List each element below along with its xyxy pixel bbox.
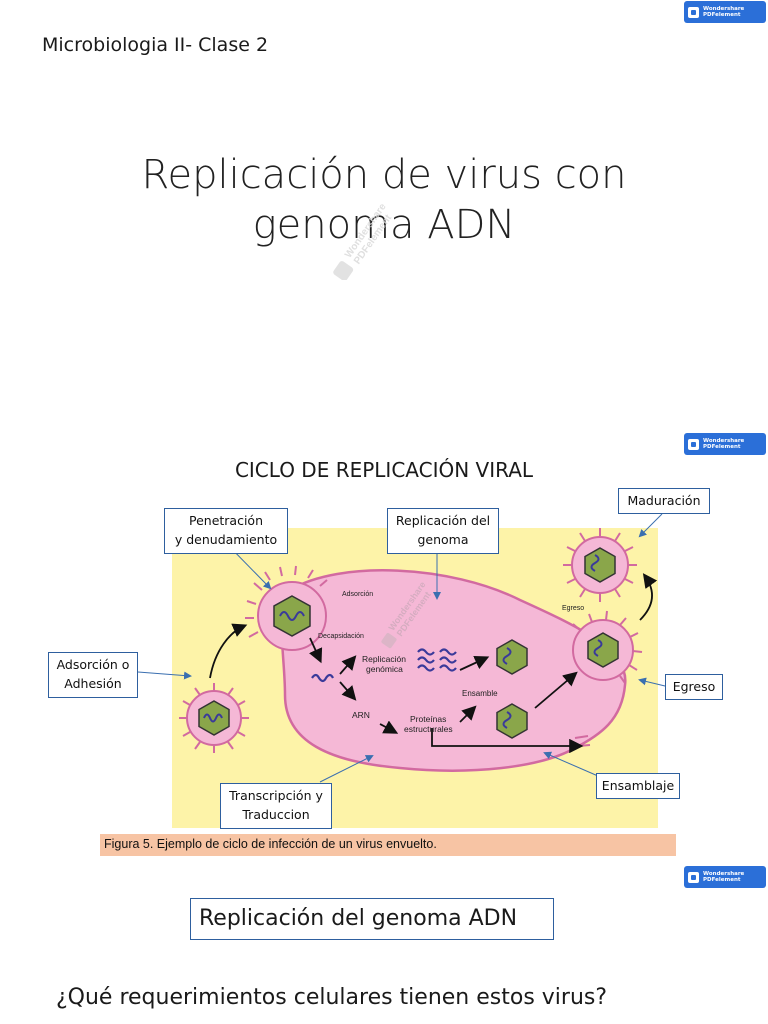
diagram-title: CICLO DE REPLICACIÓN VIRAL bbox=[234, 458, 534, 482]
label-replicacion: Replicación del genoma bbox=[387, 508, 499, 554]
slide-header: Microbiologia II- Clase 2 bbox=[42, 34, 269, 56]
label-transcripcion-line1: Transcripción y bbox=[229, 788, 323, 803]
dna-coil-icon bbox=[311, 673, 334, 683]
wondershare-logo-icon bbox=[688, 6, 699, 18]
arrow-icon bbox=[308, 637, 323, 664]
arrow-icon bbox=[209, 623, 248, 679]
section-heading: Replicación del genoma ADN bbox=[190, 898, 554, 940]
figure-caption: Figura 5. Ejemplo de ciclo de infección … bbox=[104, 837, 437, 851]
virus-icon bbox=[245, 565, 328, 651]
arrow-icon bbox=[639, 573, 658, 621]
wondershare-logo-icon bbox=[333, 261, 354, 280]
virus-icon bbox=[179, 683, 249, 753]
wondershare-logo-icon bbox=[688, 438, 699, 450]
arrow-icon bbox=[137, 671, 192, 680]
arrow-icon bbox=[459, 705, 477, 723]
figure-label-decapsidacion: Decapsidación bbox=[318, 633, 364, 640]
figure-label-arn: ARN bbox=[352, 710, 370, 720]
slide-title: Replicación de virus con genoma ADN bbox=[0, 150, 768, 250]
label-replicacion-line1: Replicación del bbox=[395, 513, 491, 528]
arrow-icon bbox=[534, 671, 578, 709]
figure-label-adsorcion: Adsorción bbox=[342, 591, 373, 598]
label-maduracion: Maduración bbox=[618, 488, 710, 514]
arrow-icon bbox=[339, 655, 357, 675]
watermark-diagonal-1: Wondershare PDFelement bbox=[333, 201, 395, 280]
figure-label-replicacion-2: genómica bbox=[366, 664, 403, 674]
badge-line1: Wondershare bbox=[703, 871, 745, 877]
title-line-1: Replicación de virus con bbox=[141, 152, 627, 198]
virus-icon bbox=[563, 528, 637, 602]
label-replicacion-line2: genoma bbox=[417, 532, 469, 547]
figure-label-proteinas-1: Proteínas bbox=[410, 714, 446, 724]
label-ensamblaje: Ensamblaje bbox=[596, 773, 680, 799]
label-transcripcion-line2: Traduccion bbox=[242, 807, 310, 822]
label-penetracion-line1: Penetración bbox=[188, 513, 263, 528]
figure-label-ensamble: Ensamble bbox=[462, 689, 498, 698]
label-adsorcion-line1: Adsorción o bbox=[56, 657, 130, 672]
wondershare-logo-icon bbox=[688, 871, 699, 883]
caption-bar bbox=[100, 834, 676, 856]
label-transcripcion: Transcripción y Traduccion bbox=[220, 783, 332, 829]
figure-label-proteinas-2: estructurales bbox=[404, 724, 453, 734]
arrow-icon bbox=[543, 751, 599, 777]
virus-icon bbox=[572, 610, 643, 684]
badge-line1: Wondershare bbox=[703, 438, 745, 444]
dna-coil-icon bbox=[417, 648, 457, 672]
arrow-icon bbox=[459, 655, 490, 671]
virus-icon bbox=[496, 703, 528, 739]
wondershare-logo-icon bbox=[381, 633, 397, 649]
arrow-icon bbox=[379, 720, 399, 734]
figure-label-replicacion-1: Replicación bbox=[362, 654, 406, 664]
badge-line1: Wondershare bbox=[703, 6, 745, 12]
arrow-icon bbox=[339, 681, 357, 701]
label-penetracion: Penetración y denudamiento bbox=[164, 508, 288, 554]
virus-icon bbox=[496, 639, 528, 675]
label-adsorcion: Adsorción o Adhesión bbox=[48, 652, 138, 698]
arrow-icon bbox=[638, 513, 663, 538]
question-text: ¿Qué requerimientos celulares tienen est… bbox=[56, 985, 608, 1010]
badge-line2: PDFelement bbox=[703, 877, 741, 883]
arrow-icon bbox=[431, 728, 584, 754]
arrow-icon bbox=[638, 677, 666, 687]
label-egreso: Egreso bbox=[665, 674, 723, 700]
badge-line2: PDFelement bbox=[703, 444, 741, 450]
viral-cycle-figure: Adsorción Decapsidación Replicación genó… bbox=[137, 513, 666, 828]
title-line-2: genoma ADN bbox=[252, 202, 516, 248]
label-adsorcion-line2: Adhesión bbox=[64, 676, 122, 691]
badge-line2: PDFelement bbox=[703, 12, 741, 18]
arrow-icon bbox=[319, 755, 374, 783]
label-penetracion-line2: y denudamiento bbox=[174, 532, 278, 547]
figure-label-egreso: Egreso bbox=[562, 605, 584, 612]
